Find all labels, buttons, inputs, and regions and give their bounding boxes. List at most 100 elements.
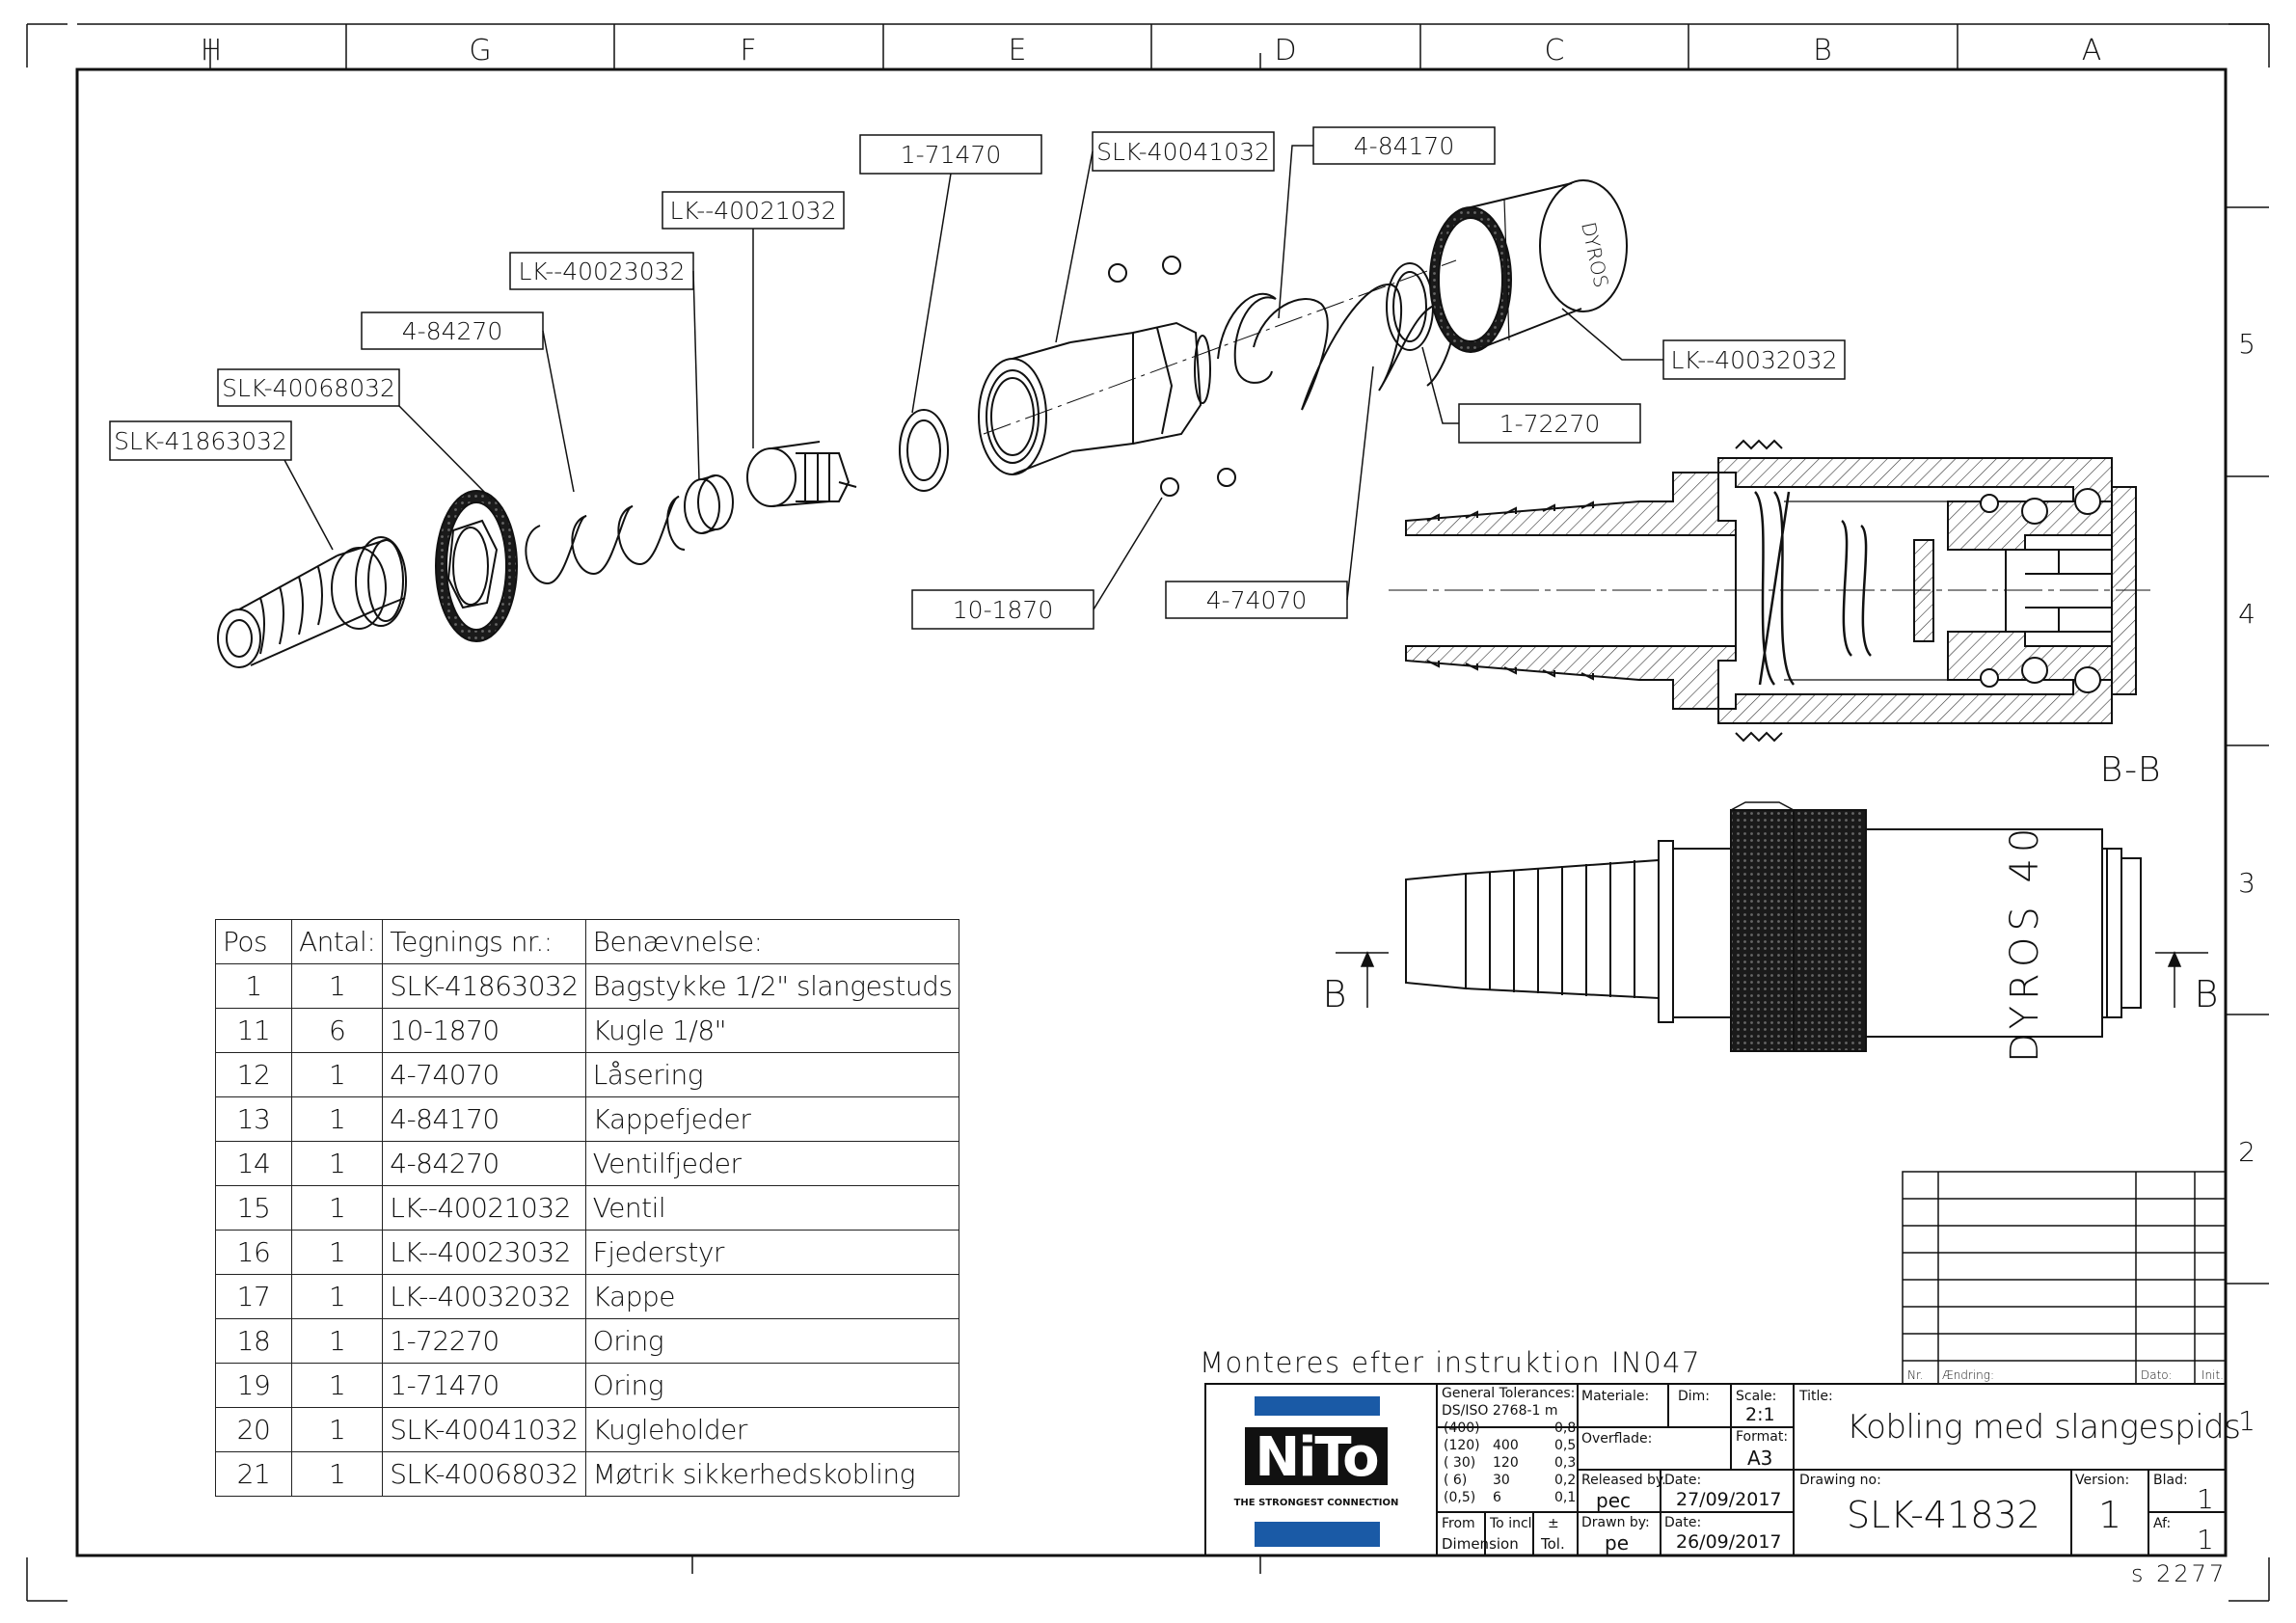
bom-qty: 1 [290,1363,384,1408]
bom-qty: 6 [290,1008,384,1053]
bom-drawing-no: SLK-40041032 [382,1407,586,1452]
bom-description: Møtrik sikkerhedskobling [584,1451,960,1497]
cap-marking: DYROS [1577,220,1613,289]
tol-cell: 0,2 [1554,1473,1577,1488]
bom-drawing-no: SLK-40068032 [382,1451,586,1497]
tol-cell: ( 6) [1444,1473,1468,1488]
tol-cell: (400) [1444,1420,1480,1436]
title-label: Title: [1799,1389,1833,1404]
tol-cell: ( 30) [1444,1455,1476,1471]
bom-header-description: Benævnelse: [584,919,960,964]
callout-10-1870: 10-1870 [953,596,1053,624]
bom-pos: 21 [215,1451,292,1497]
tol-short-label: Tol. [1541,1535,1565,1553]
bom-pos: 13 [215,1096,292,1142]
tol-standard: DS/ISO 2768-1 m [1442,1403,1558,1419]
bom-drawing-no: LK--40021032 [382,1185,586,1231]
callout-slk-40041032: SLK-40041032 [1096,138,1270,166]
callout-1-72270: 1-72270 [1499,410,1600,438]
part-balls [1108,256,1236,497]
released-date: 27/09/2017 [1676,1489,1782,1510]
bom-drawing-no: 4-74070 [382,1052,586,1097]
bom-pos: 17 [215,1274,292,1319]
bom-qty: 1 [290,1318,384,1364]
part-spring-guide [684,474,734,534]
row-label: 5 [2238,328,2255,360]
drawn-label: Drawn by: [1581,1515,1650,1530]
bom-description: Bagstykke 1/2" slangestuds [584,963,960,1009]
row-label: 2 [2238,1136,2255,1168]
bom-drawing-no: LK--40023032 [382,1230,586,1275]
cut-marker-right: B [2195,973,2219,1015]
version-label: Version: [2075,1473,2130,1488]
column-label: H [201,34,223,68]
format-value: A3 [1747,1447,1773,1470]
drawing-frame [75,68,2228,1557]
overflade-label: Overflade: [1581,1431,1653,1447]
bom-description: Kappefjeder [584,1096,960,1142]
column-label: F [740,34,756,68]
column-labels: H G F E D C B A [201,34,2102,68]
side-view: DYROS 40 [1405,801,2142,1063]
bom-pos: 18 [215,1318,292,1364]
logo-tagline: THE STRONGEST CONNECTION [1234,1498,1399,1508]
dim-field-label: Dim: [1678,1389,1711,1404]
rev-date-header: Dato: [2141,1368,2173,1382]
released-by: pec [1596,1489,1631,1512]
bom-drawing-no: 1-72270 [382,1318,586,1364]
row-label: 4 [2238,598,2255,630]
callout-4-84270: 4-84270 [402,317,502,345]
callout-slk-40068032: SLK-40068032 [222,374,395,402]
bom-pos: 20 [215,1407,292,1452]
pm-label: ± [1548,1516,1559,1531]
drawing-no-label: Drawing no: [1799,1473,1881,1488]
tol-cell: 0,5 [1554,1438,1577,1453]
part-ball-holder [978,321,1211,475]
part-hose-barb [217,536,407,668]
callout-4-84170: 4-84170 [1354,132,1454,160]
bom-header-row: Pos Antal: Tegnings nr.: Benævnelse: [215,919,960,964]
column-label: D [1274,34,1296,68]
rev-init-header: Init. [2201,1368,2224,1382]
bom-drawing-no: LK--40032032 [382,1274,586,1319]
column-label: A [2082,34,2102,68]
drawn-date-label: Date: [1664,1515,1702,1530]
blad-value: 1 [2197,1483,2214,1515]
callout-4-74070: 4-74070 [1206,586,1307,614]
column-label: C [1545,34,1565,68]
bom-qty: 1 [290,1185,384,1231]
tol-cell: 0,3 [1554,1455,1577,1471]
bom-qty: 1 [290,1407,384,1452]
bom-qty: 1 [290,1451,384,1497]
bom-pos: 14 [215,1141,292,1186]
section-label: B-B [2100,750,2163,790]
drawn-date: 26/09/2017 [1676,1531,1782,1553]
format-label: Format: [1736,1429,1789,1445]
bom-pos: 19 [215,1363,292,1408]
callout-1-71470: 1-71470 [901,141,1001,169]
zone-grid [77,23,2269,1574]
tol-cell: 30 [1493,1473,1510,1488]
part-lock-ring [1217,292,1277,384]
bom-drawing-no: 1-71470 [382,1363,586,1408]
column-label: B [1813,34,1832,68]
logo-brand: NiTo [1255,1426,1378,1489]
cut-line [1336,951,2208,1008]
row-labels: 5 4 3 2 1 [2238,328,2255,1437]
bom-qty: 1 [290,1052,384,1097]
row-label: 1 [2238,1405,2255,1437]
part-valve [746,441,857,507]
dimension-label: Dimension [1442,1535,1519,1553]
callout-lk-40021032: LK--40021032 [670,197,837,225]
bom-drawing-no: 10-1870 [382,1008,586,1053]
sheet-code: s 2277 [2131,1560,2228,1587]
tol-cell: 0,1 [1554,1490,1577,1505]
bom-description: Kappe [584,1274,960,1319]
